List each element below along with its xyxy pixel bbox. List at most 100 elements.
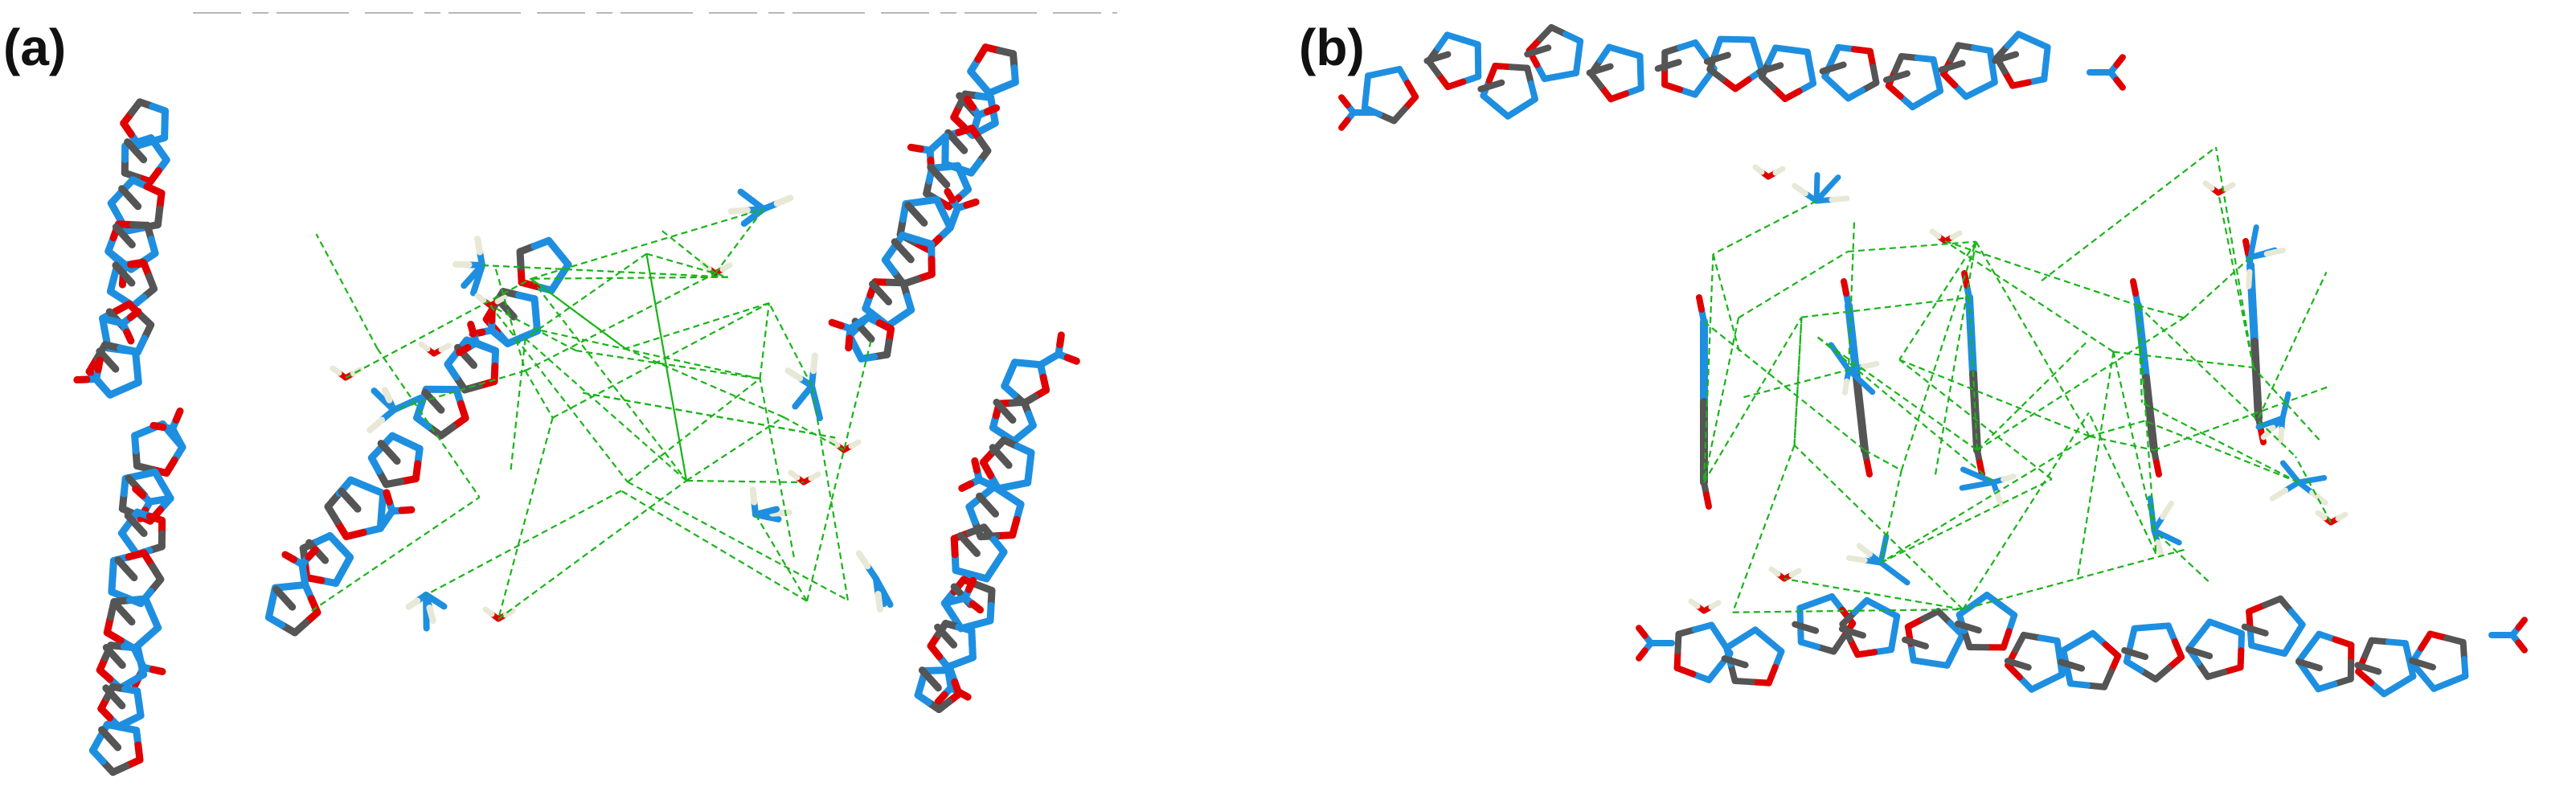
bond — [1767, 62, 1784, 72]
hydrogen-bond — [1962, 412, 2090, 610]
hydrogen-bond — [2153, 530, 2209, 582]
bond — [1829, 195, 1850, 203]
hydrogen-bond — [1976, 342, 2087, 451]
bond — [1752, 164, 1765, 175]
bond — [133, 363, 142, 387]
bond — [2251, 626, 2269, 637]
bond — [1814, 172, 1820, 191]
hydrogen-bond — [525, 273, 716, 372]
bond — [1961, 270, 1970, 289]
bond — [985, 84, 1006, 97]
bond — [1010, 429, 1027, 445]
hydrogen-bond — [1702, 254, 1714, 483]
bond — [1338, 94, 1351, 109]
bond — [1959, 482, 1981, 491]
bond — [2250, 338, 2263, 422]
bond — [2250, 224, 2259, 245]
hydrogen-bond — [2153, 384, 2332, 452]
bond — [2242, 238, 2251, 256]
hydrogen-bond — [393, 370, 526, 412]
bond — [855, 550, 871, 570]
bond — [2002, 51, 2020, 61]
bond — [784, 367, 804, 382]
bond — [1338, 117, 1351, 131]
bond — [2196, 650, 2214, 660]
bond — [969, 600, 985, 614]
bond — [2260, 424, 2276, 441]
bond — [474, 293, 487, 304]
bond — [918, 666, 934, 683]
bond — [137, 658, 148, 678]
hydrogen-bond — [489, 305, 629, 483]
hydrogen-bond — [661, 230, 716, 274]
panel-a-structure — [73, 43, 1080, 777]
bond — [1933, 72, 1944, 95]
bond — [2153, 459, 2162, 478]
bond — [2127, 625, 2138, 649]
bond — [1703, 491, 1712, 510]
bond — [469, 276, 481, 297]
bond — [305, 546, 319, 561]
bond — [432, 597, 448, 610]
bond — [1534, 44, 1552, 55]
bond — [1056, 331, 1065, 349]
bond — [137, 468, 159, 479]
hydrogen-bond — [759, 302, 770, 379]
bond — [532, 311, 542, 335]
bond — [2132, 650, 2149, 661]
bond — [964, 96, 977, 111]
hydrogen-bond — [1793, 317, 1803, 445]
bond — [1949, 230, 1963, 240]
bond — [381, 387, 393, 404]
hydrogen-bond — [1732, 608, 1964, 613]
bond — [1948, 59, 1966, 70]
bond — [2263, 247, 2286, 257]
bond — [1772, 166, 1786, 176]
bond — [1788, 47, 1811, 55]
hydrogen-bond — [315, 233, 379, 350]
bond — [336, 543, 354, 561]
bond — [149, 666, 166, 675]
bond — [792, 392, 807, 410]
bond — [2515, 617, 2528, 631]
bond — [983, 104, 1001, 116]
bond — [2309, 490, 2328, 506]
bond — [764, 513, 782, 523]
hydrogen-bond — [759, 378, 795, 558]
bond — [362, 482, 387, 498]
hydrogen-bond — [842, 340, 872, 451]
panel-a: (a) — [0, 0, 1254, 787]
bond — [1969, 592, 1991, 609]
hydrogen-bond — [810, 385, 849, 600]
bond — [555, 248, 572, 268]
hydrogen-bond — [2076, 351, 2115, 580]
bond — [740, 213, 757, 227]
bond — [98, 726, 114, 743]
hydrogen-bond — [2089, 420, 2145, 437]
bond — [502, 608, 516, 618]
bond — [1994, 490, 2004, 507]
bond — [149, 421, 167, 431]
hydrogen-bond — [1898, 359, 2091, 437]
hydrogen-bond — [481, 264, 728, 278]
bond — [108, 588, 130, 602]
panel-b: (b) — [1254, 0, 2576, 787]
bond — [421, 388, 437, 405]
bond — [2305, 662, 2323, 672]
bond — [367, 416, 386, 433]
hydrogen-bond — [1702, 318, 1740, 483]
bond — [869, 280, 885, 297]
bond — [993, 398, 1009, 415]
bond — [1849, 629, 1866, 639]
bond — [950, 583, 966, 600]
hydrogen-bond — [1847, 222, 1855, 371]
bond — [1891, 569, 1910, 586]
bond — [371, 387, 387, 404]
bond — [1859, 361, 1880, 370]
hydrogen-bond — [2258, 271, 2328, 419]
bond — [2014, 661, 2032, 671]
bond — [172, 407, 184, 424]
hydrogen-bond — [1712, 253, 1742, 356]
bond — [934, 691, 948, 706]
bond — [944, 129, 960, 146]
